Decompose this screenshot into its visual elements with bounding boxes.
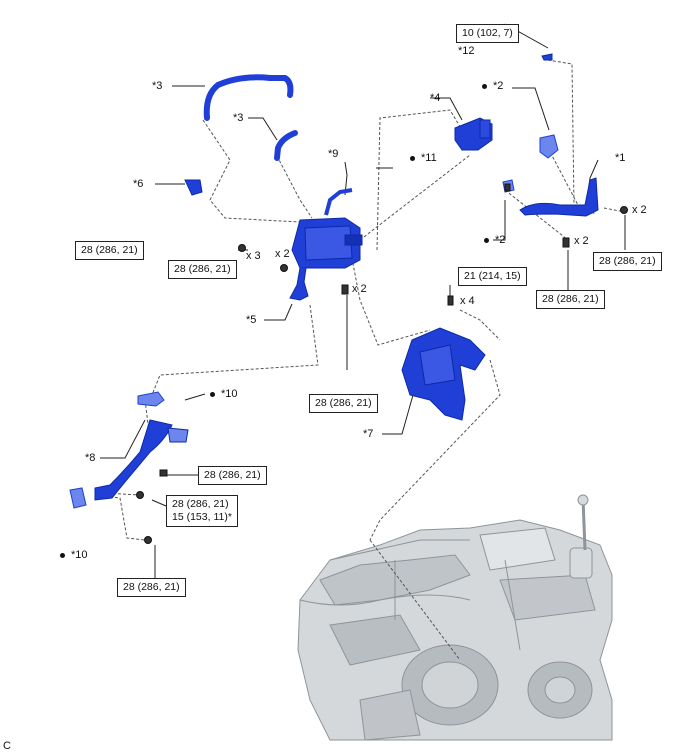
callout-10a: *10 [210, 388, 238, 401]
callout-12: *12 [458, 45, 475, 57]
torque-box-right-a: 28 (286, 21) [536, 290, 605, 309]
bullet-icon [210, 391, 215, 397]
torque-box-left-a: 28 (286, 21) [75, 241, 144, 260]
callout-2b: *2 [484, 234, 505, 247]
bullet-icon [482, 83, 487, 89]
quantity-x4: x 4 [460, 295, 475, 307]
pipe-8 [94, 419, 173, 501]
callout-3a: *3 [152, 80, 163, 92]
torque-box-pipe-a: 28 (286, 21) [198, 466, 267, 485]
pipe-5 [289, 267, 309, 301]
callout-5: *5 [246, 314, 257, 326]
gasket-10-lower [69, 487, 87, 509]
hose-6 [184, 179, 203, 196]
quantity-x2-b: x 2 [352, 283, 367, 295]
torque-box-left-b: 28 (286, 21) [168, 260, 237, 279]
fasteners [136, 183, 628, 544]
callout-8: *8 [85, 452, 96, 464]
torque-box-mid: 28 (286, 21) [309, 394, 378, 413]
gasket-10-upper [137, 391, 165, 407]
hose-3-short [274, 130, 298, 161]
callout-1: *1 [615, 152, 626, 164]
pipe-9 [324, 188, 353, 216]
callout-2a: *2 [482, 80, 503, 93]
clip-12 [541, 53, 553, 61]
engine-illustration [297, 494, 613, 741]
torque-box-bottom: 28 (286, 21) [117, 578, 186, 597]
egr-parts [69, 53, 599, 509]
quantity-x2-d: x 2 [632, 204, 647, 216]
hose-3-long [203, 74, 294, 121]
bullet-icon [484, 237, 489, 243]
callout-4: *4 [430, 92, 441, 104]
pipe-1 [519, 177, 599, 217]
callout-10b: *10 [60, 549, 88, 562]
torque-box-pipe-b: 28 (286, 21) 15 (153, 11)* [166, 495, 238, 527]
corner-letter: C [3, 740, 11, 752]
torque-value-line-1: 28 (286, 21) [172, 498, 229, 510]
callout-6: *6 [133, 178, 144, 190]
torque-box-right-b: 28 (286, 21) [593, 252, 662, 271]
callout-3b: *3 [233, 112, 244, 124]
callout-11: *11 [410, 152, 437, 165]
callout-7: *7 [363, 428, 374, 440]
gasket-2-upper [539, 134, 559, 159]
quantity-x2-a: x 2 [275, 248, 290, 260]
torque-box-top: 10 (102, 7) [456, 24, 519, 43]
torque-box-bracket: 21 (214, 15) [458, 267, 527, 286]
torque-value-line-2: 15 (153, 11)* [172, 511, 232, 523]
callout-9: *9 [328, 148, 339, 160]
quantity-x2-c: x 2 [574, 235, 589, 247]
bullet-icon [410, 155, 415, 161]
bullet-icon [60, 552, 65, 558]
quantity-x3: x 3 [246, 250, 261, 262]
